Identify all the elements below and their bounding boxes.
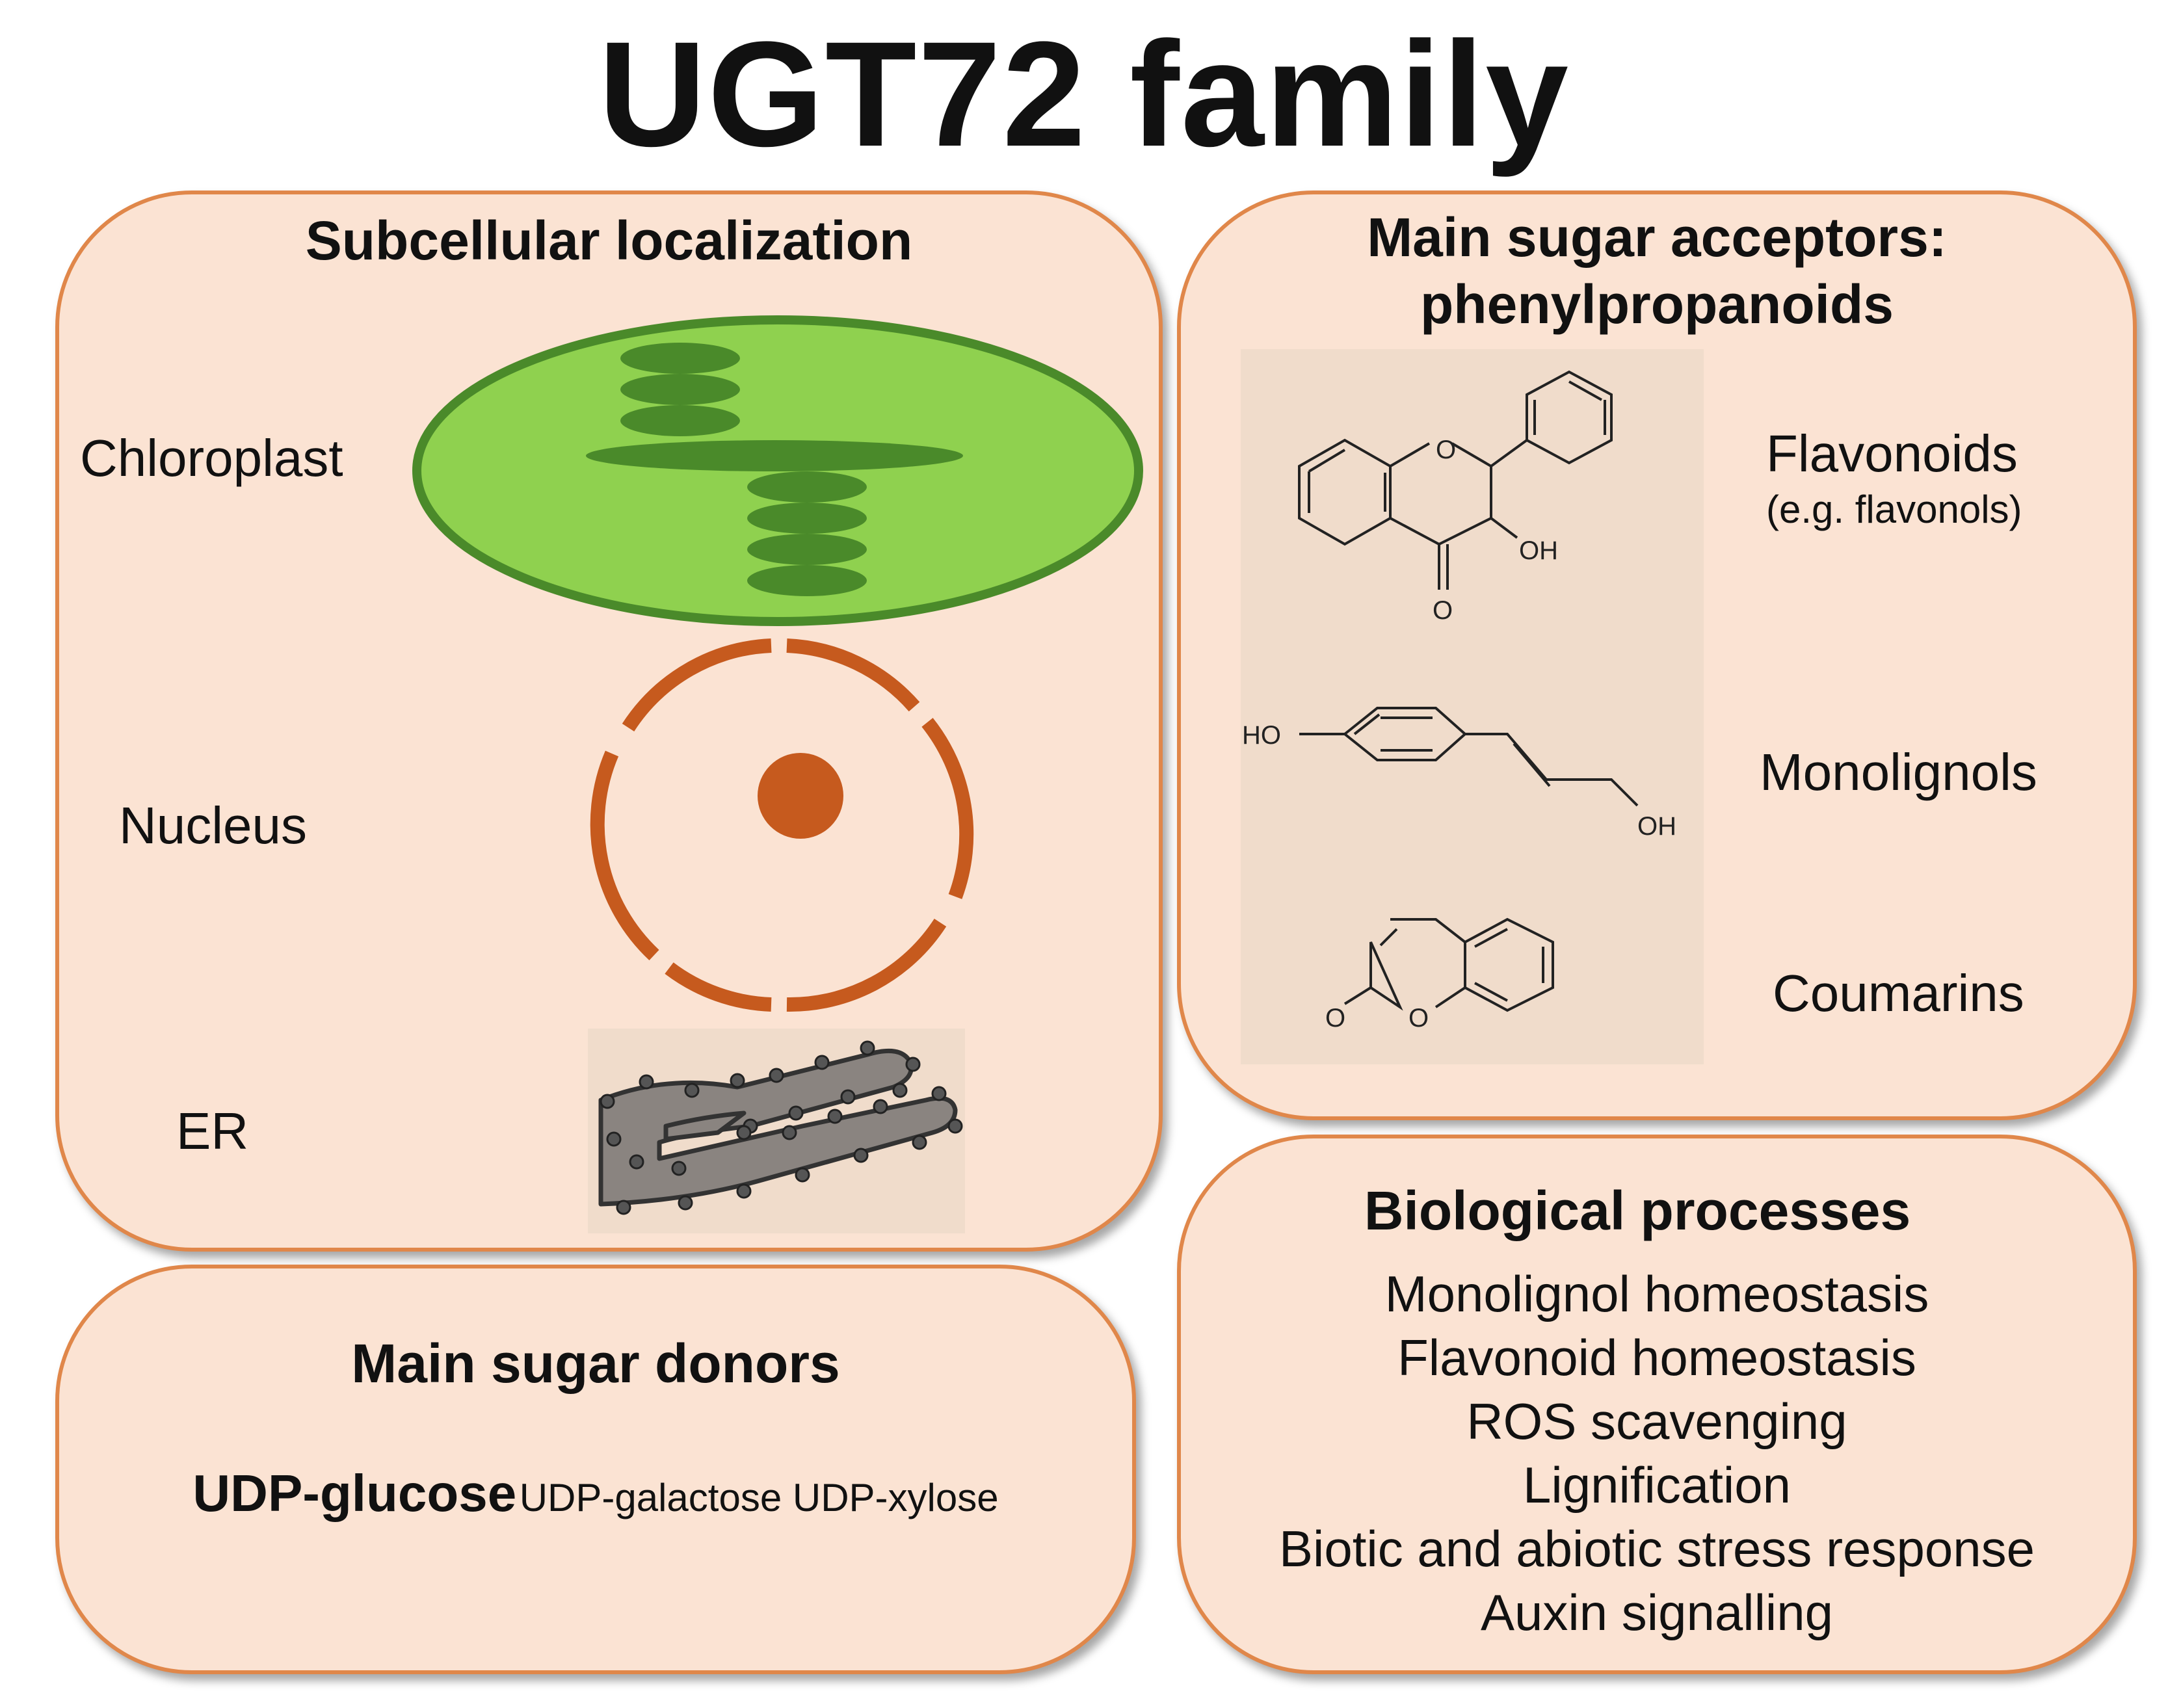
flavonol-structure: O O OH bbox=[1298, 370, 1613, 625]
acceptors-panel: Main sugar acceptors: phenylpropanoids F… bbox=[1177, 191, 2137, 1120]
monolignol-ho-label: HO bbox=[1242, 721, 1281, 750]
carbonyl-oxygen-label: O bbox=[1433, 596, 1453, 625]
process-item: Auxin signalling bbox=[1480, 1584, 1833, 1641]
donor-udp-glucose: UDP-glucose bbox=[192, 1464, 517, 1522]
flavonols-note: (e.g. flavonols) bbox=[1766, 488, 2022, 531]
processes-heading: Biological processes bbox=[1364, 1180, 1911, 1241]
flavonoids-label: Flavonoids bbox=[1766, 425, 2018, 482]
donor-others: UDP-galactose UDP-xylose bbox=[519, 1476, 999, 1519]
process-item: Flavonoid homeostasis bbox=[1397, 1329, 1916, 1386]
process-item: Monolignol homeostasis bbox=[1384, 1265, 1929, 1322]
stroma-lamella bbox=[586, 440, 963, 471]
nucleus-illustration bbox=[590, 638, 974, 1012]
chloroplast-label: Chloroplast bbox=[80, 429, 343, 487]
ring-oxygen-label: O bbox=[1436, 436, 1456, 464]
chloroplast-illustration bbox=[412, 315, 1143, 626]
monolignol-structure: HO OH bbox=[1242, 707, 1676, 841]
monolignol-oh-label: OH bbox=[1637, 812, 1676, 841]
localization-heading: Subcellular localization bbox=[305, 210, 913, 271]
coumarin-structure: O O bbox=[1325, 917, 1554, 1032]
acceptors-heading-line2: phenylpropanoids bbox=[1420, 274, 1894, 335]
localization-panel: Subcellular localization Chloroplast Nuc… bbox=[55, 191, 1163, 1252]
process-item: Biotic and abiotic stress response bbox=[1279, 1520, 2035, 1577]
processes-list: Monolignol homeostasis Flavonoid homeost… bbox=[1181, 1262, 2133, 1644]
coumarins-label: Coumarins bbox=[1773, 964, 2024, 1022]
figure-title: UGT72 family bbox=[598, 10, 1570, 177]
coumarin-ring-o-label: O bbox=[1408, 1004, 1429, 1032]
structures-background bbox=[1241, 349, 1704, 1064]
processes-panel: Biological processes Monolignol homeosta… bbox=[1177, 1135, 2137, 1674]
er-illustration bbox=[588, 1029, 965, 1233]
acceptors-heading-line1: Main sugar acceptors: bbox=[1367, 207, 1947, 268]
process-item: ROS scavenging bbox=[1466, 1393, 1847, 1450]
donors-panel: Main sugar donors UDP-glucose UDP-galact… bbox=[55, 1265, 1136, 1674]
coumarin-carbonyl-o-label: O bbox=[1325, 1004, 1345, 1032]
er-label: ER bbox=[176, 1102, 249, 1160]
nucleus-label: Nucleus bbox=[119, 796, 308, 854]
flavonol-oh-label: OH bbox=[1519, 536, 1558, 565]
donors-heading: Main sugar donors bbox=[351, 1333, 840, 1394]
process-item: Lignification bbox=[1523, 1456, 1791, 1514]
monolignols-label: Monolignols bbox=[1760, 743, 2037, 801]
nucleolus bbox=[758, 753, 843, 839]
